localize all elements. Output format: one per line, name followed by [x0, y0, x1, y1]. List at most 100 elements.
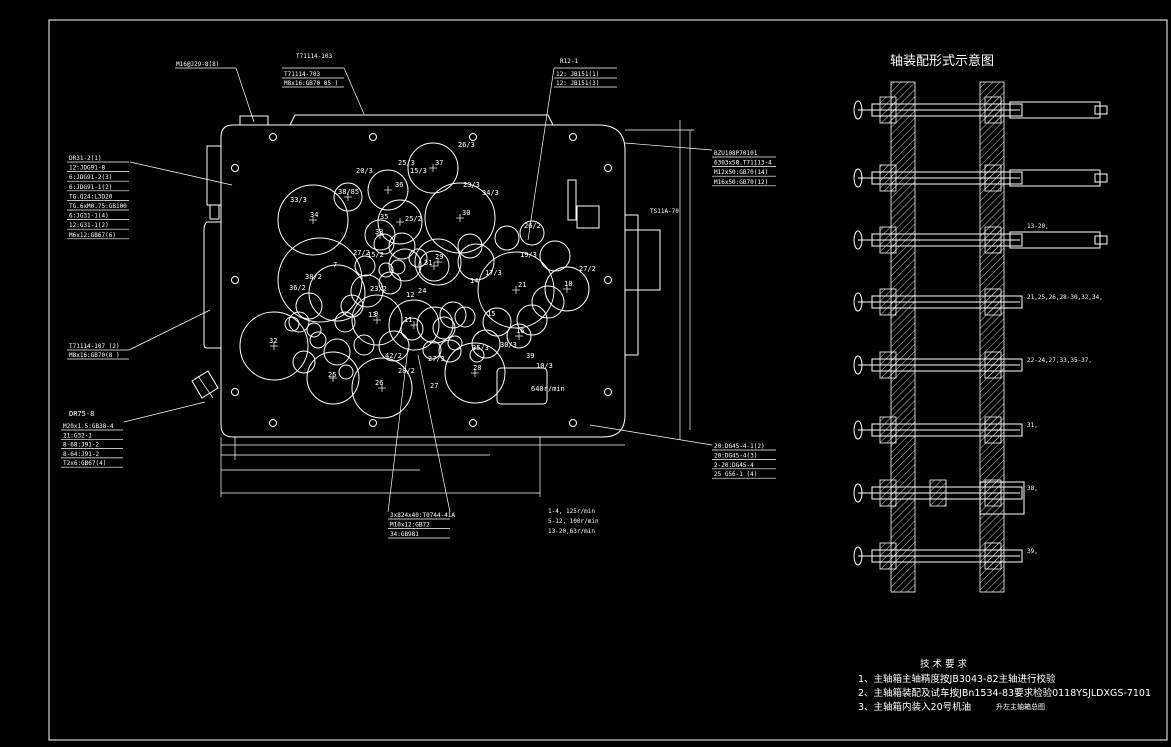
- left-upper-line: 12:G31-1(2): [69, 222, 109, 229]
- gear-label: 36: [395, 181, 403, 189]
- gear-label: 39: [526, 352, 534, 360]
- right-lower-line: 2-20:DG45-4: [714, 462, 754, 469]
- gear-outline: [388, 232, 416, 260]
- spindle-extension: [1009, 231, 1101, 249]
- gear-circle: [444, 342, 506, 404]
- callout-top-left: M16@J29-8(8): [176, 61, 219, 68]
- gear-label: 26: [375, 379, 383, 387]
- gear-circle: [506, 323, 532, 349]
- gear-label: 25/2: [405, 215, 422, 223]
- right-upper-line: M16x50:GB70(12): [714, 179, 768, 186]
- bearing: [879, 416, 897, 444]
- spindle-tip: [1094, 173, 1108, 183]
- gear-label: 640r/min: [531, 385, 565, 393]
- spindle-extension: [1009, 169, 1101, 187]
- gear-block: [979, 481, 1025, 515]
- gear-label: 15/3: [410, 167, 427, 175]
- bearing: [984, 96, 1002, 124]
- right-upper-line: BZU108P70101: [714, 150, 758, 157]
- speed-2: 5-12, 100r/min: [548, 518, 599, 525]
- gear-outline: [539, 240, 571, 272]
- right-upper-line: 6303x58.T71113-4: [714, 160, 772, 167]
- drawing-frame: [48, 19, 1168, 741]
- callout-top-right-1: 12: JB151(1): [556, 71, 599, 78]
- stamp: 升左主轴箱总图: [996, 702, 1045, 711]
- gear-label: 20/3: [356, 167, 373, 175]
- shaft-end: [853, 292, 863, 312]
- bearing: [879, 164, 897, 192]
- callout-left-mid-1: T71114-107 (2): [69, 343, 120, 350]
- shaft-body: [871, 358, 1023, 372]
- gear-circle: [477, 251, 555, 329]
- gear-circle: [418, 250, 450, 282]
- gear-circle: [424, 182, 496, 254]
- gear-circle: [544, 266, 590, 312]
- gear-outline: [288, 311, 310, 333]
- gear-label: 24: [418, 287, 426, 295]
- left-lower-line: 8-64:J91-2: [63, 451, 100, 458]
- tech-req-title: 技 术 要 求: [920, 658, 968, 670]
- gear-circle: [364, 219, 396, 251]
- left-upper-line: 6:JDG91-1(2): [69, 184, 112, 191]
- gear-label: 33: [375, 228, 383, 236]
- right-lower-line: 25 G56-1 (4): [714, 471, 757, 478]
- callout-right-side: TS11A-70: [650, 208, 679, 215]
- callout-left-lower-head: DR75-8: [69, 410, 94, 418]
- shaft-end: [853, 355, 863, 375]
- gear-label: 25: [328, 371, 336, 379]
- shaft-label: 21,25,26,28-30,32,34,: [1027, 294, 1103, 301]
- gear-circle: [377, 199, 423, 245]
- gear-outline: [531, 285, 565, 319]
- gear-label: 27: [430, 382, 438, 390]
- gearbox-front-view: 3433/338/8520/33625/315/325/226/33723/33…: [191, 114, 694, 497]
- gear-circle: [407, 142, 459, 194]
- gear-label: 15: [487, 310, 495, 318]
- gear-label: 27/2: [353, 249, 370, 257]
- bearing: [984, 542, 1002, 570]
- bearing: [879, 288, 897, 316]
- shaft-label: 31,: [1027, 422, 1038, 429]
- gear-label: 11: [404, 316, 412, 324]
- gear-outline: [309, 331, 327, 349]
- shaft-label: 22-24,27,33,35-37,: [1027, 357, 1092, 364]
- gear-label: 26/3: [458, 141, 475, 149]
- spindle-extension: [1009, 101, 1101, 119]
- gear-circle: [306, 351, 360, 405]
- gear-circle: [277, 184, 349, 256]
- callout-top-right-head: R12-1: [560, 58, 578, 65]
- gear-label: 14: [470, 277, 478, 285]
- callout-top-center-1: T71114-703: [284, 71, 321, 78]
- bottom-center-line: 3x824x40:T0744-41A: [390, 512, 455, 519]
- callout-top-right-2: 12: JB151(3): [556, 80, 599, 87]
- gear-label: 38/2: [305, 273, 322, 281]
- shaft-label: 13-20,: [1027, 223, 1049, 230]
- shaft-body: [871, 103, 1023, 117]
- shaft-end: [853, 168, 863, 188]
- gear-label: 17/3: [485, 269, 502, 277]
- gear-outline: [388, 248, 422, 282]
- bearing: [879, 96, 897, 124]
- gear-label: 16: [516, 327, 524, 335]
- shaft-end: [853, 420, 863, 440]
- gear-outline: [457, 243, 495, 281]
- tech-req-1: 1、主轴箱主轴精度按JB3043-82主轴进行校验: [858, 673, 1056, 685]
- gear-label: 19/3: [520, 251, 537, 259]
- gear-label: 33/3: [290, 196, 307, 204]
- callout-top-center-head: T71114-103: [296, 53, 333, 60]
- technical-requirements: 技 术 要 求 1、主轴箱主轴精度按JB3043-82主轴进行校验 2、主轴箱装…: [858, 658, 1151, 713]
- gear-circle: [239, 311, 309, 381]
- gear-outline: [390, 259, 406, 275]
- bearing: [879, 226, 897, 254]
- shaft-end: [853, 546, 863, 566]
- right-lower-line: 20:DG45-4-1(2): [714, 443, 765, 450]
- left-lower-line: T2x6:GB67(4): [63, 460, 106, 467]
- schematic-title: 轴装配形式示意图: [890, 53, 994, 69]
- shaft-label: 39,: [1027, 548, 1038, 555]
- gear-outline: [439, 301, 467, 329]
- gear-label: 32: [269, 337, 277, 345]
- gear-label: 10/3: [536, 362, 553, 370]
- gear-label: 36/2: [289, 284, 306, 292]
- left-upper-line: TG.6xM0.75:GB100: [69, 203, 127, 210]
- gear-label: 27/3: [428, 355, 445, 363]
